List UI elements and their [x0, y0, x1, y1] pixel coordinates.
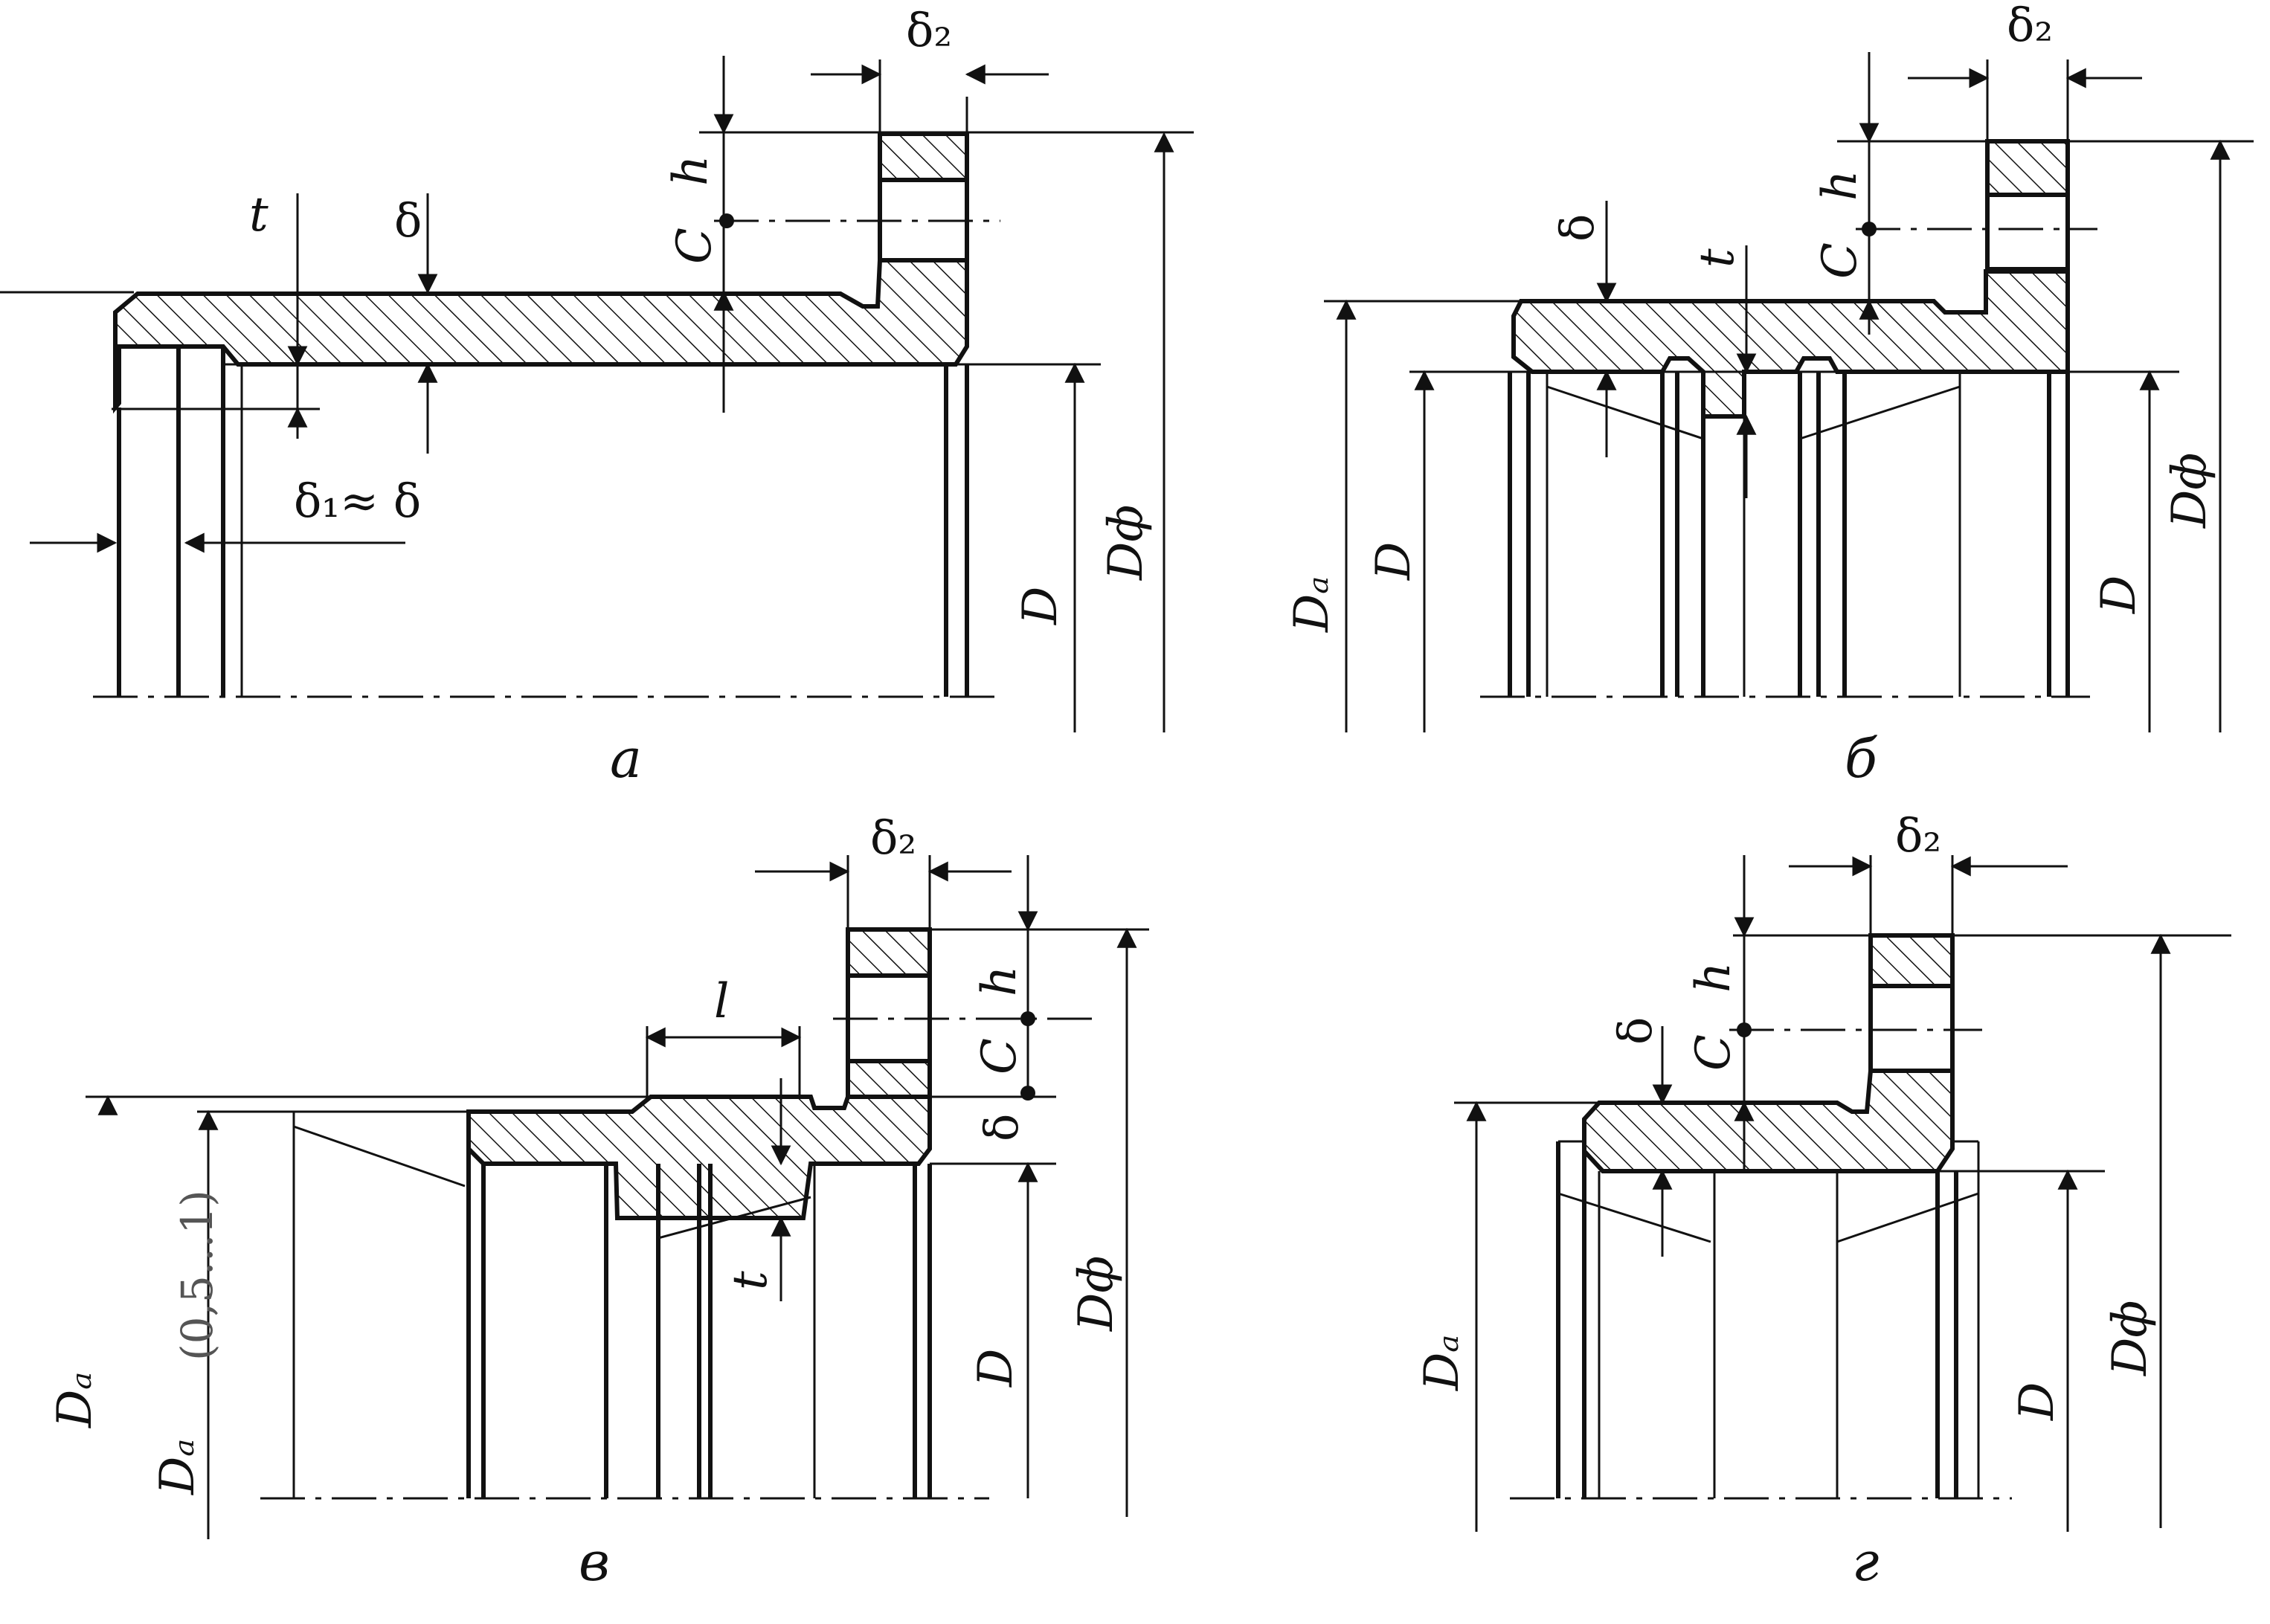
panel-v: δ₂ h C δ l t D Dф (0,5...1) Dₐ Dₐ в [48, 811, 1149, 1593]
panel-v-flange-top [846, 927, 932, 978]
panel-g-flange-top [1868, 933, 1955, 988]
panel-a-t-label: t [249, 187, 269, 242]
panel-g-c-label: C [1686, 1034, 1741, 1071]
panel-b-caption: б [1845, 727, 1878, 790]
panel-b-flange-top [1985, 139, 2070, 197]
panel-g-delta2-label: δ₂ [1895, 808, 1941, 863]
panel-g-delta-label: δ [1608, 1017, 1662, 1045]
panel-v-l-label: l [714, 974, 729, 1029]
panel-g: δ₂ h C δ Dₐ D Dф г [1415, 808, 2231, 1593]
panel-v-range-label: (0,5...1) [172, 1190, 222, 1361]
panel-b-d-left-label: D [1366, 542, 1421, 581]
panel-b: δ₂ h C δ t Dₐ D D Dф б [1284, 0, 2254, 790]
panel-a-delta2-label: δ₂ [906, 3, 952, 57]
panel-b-da-label: Dₐ [1284, 576, 1340, 633]
panel-a-df-label: Dф [1099, 505, 1154, 581]
panel-a-delta1-label: δ₁≈ δ [294, 474, 421, 528]
panel-b-h-label: h [1813, 170, 1868, 201]
panel-b-df-label: Dф [2162, 453, 2217, 529]
panel-v-caption: в [579, 1530, 610, 1593]
panel-b-delta2-label: δ₂ [2007, 0, 2053, 52]
panel-b-c-label: C [1813, 242, 1868, 279]
panel-v-df-label: Dф [1069, 1256, 1124, 1332]
panel-a-flange-top [878, 132, 969, 182]
panel-b-t-label: t [1690, 248, 1745, 268]
panel-v-da-faint-label: Dₐ [48, 1372, 103, 1428]
panel-b-d-right-label: D [2091, 576, 2147, 614]
panel-a-caption: а [610, 727, 642, 790]
panel-a-pipe-section [113, 258, 969, 414]
panel-g-caption: г [1852, 1530, 1879, 1593]
panel-v-da-label: Dₐ [150, 1439, 205, 1495]
panel-v-delta2-label: δ₂ [870, 811, 916, 865]
panel-a-delta-label: δ [394, 193, 422, 248]
panel-g-pipe-section [1582, 1069, 1955, 1173]
panel-b-pipe-section [1511, 269, 2070, 419]
panel-v-h-label: h [972, 966, 1027, 996]
panel-b-delta-label: δ [1550, 214, 1604, 242]
panel-g-d-label: D [2010, 1382, 2065, 1421]
panel-v-delta-label: δ [974, 1114, 1029, 1141]
panel-a-c-label: C [667, 228, 722, 264]
panel-v-d-label: D [968, 1349, 1023, 1388]
panel-v-c-label: C [972, 1038, 1027, 1074]
panel-a-h-label: h [663, 155, 718, 186]
panel-g-h-label: h [1686, 962, 1741, 993]
panel-v-pipe-section [466, 1095, 932, 1220]
panel-v-t-label: t [723, 1271, 778, 1290]
panel-g-df-label: Dф [2103, 1301, 2158, 1376]
panel-g-da-label: Dₐ [1415, 1335, 1470, 1391]
panel-a-d-label: D [1013, 587, 1068, 625]
panel-a: δ₂ h C t δ δ₁≈ δ D Dф а [0, 3, 1194, 790]
